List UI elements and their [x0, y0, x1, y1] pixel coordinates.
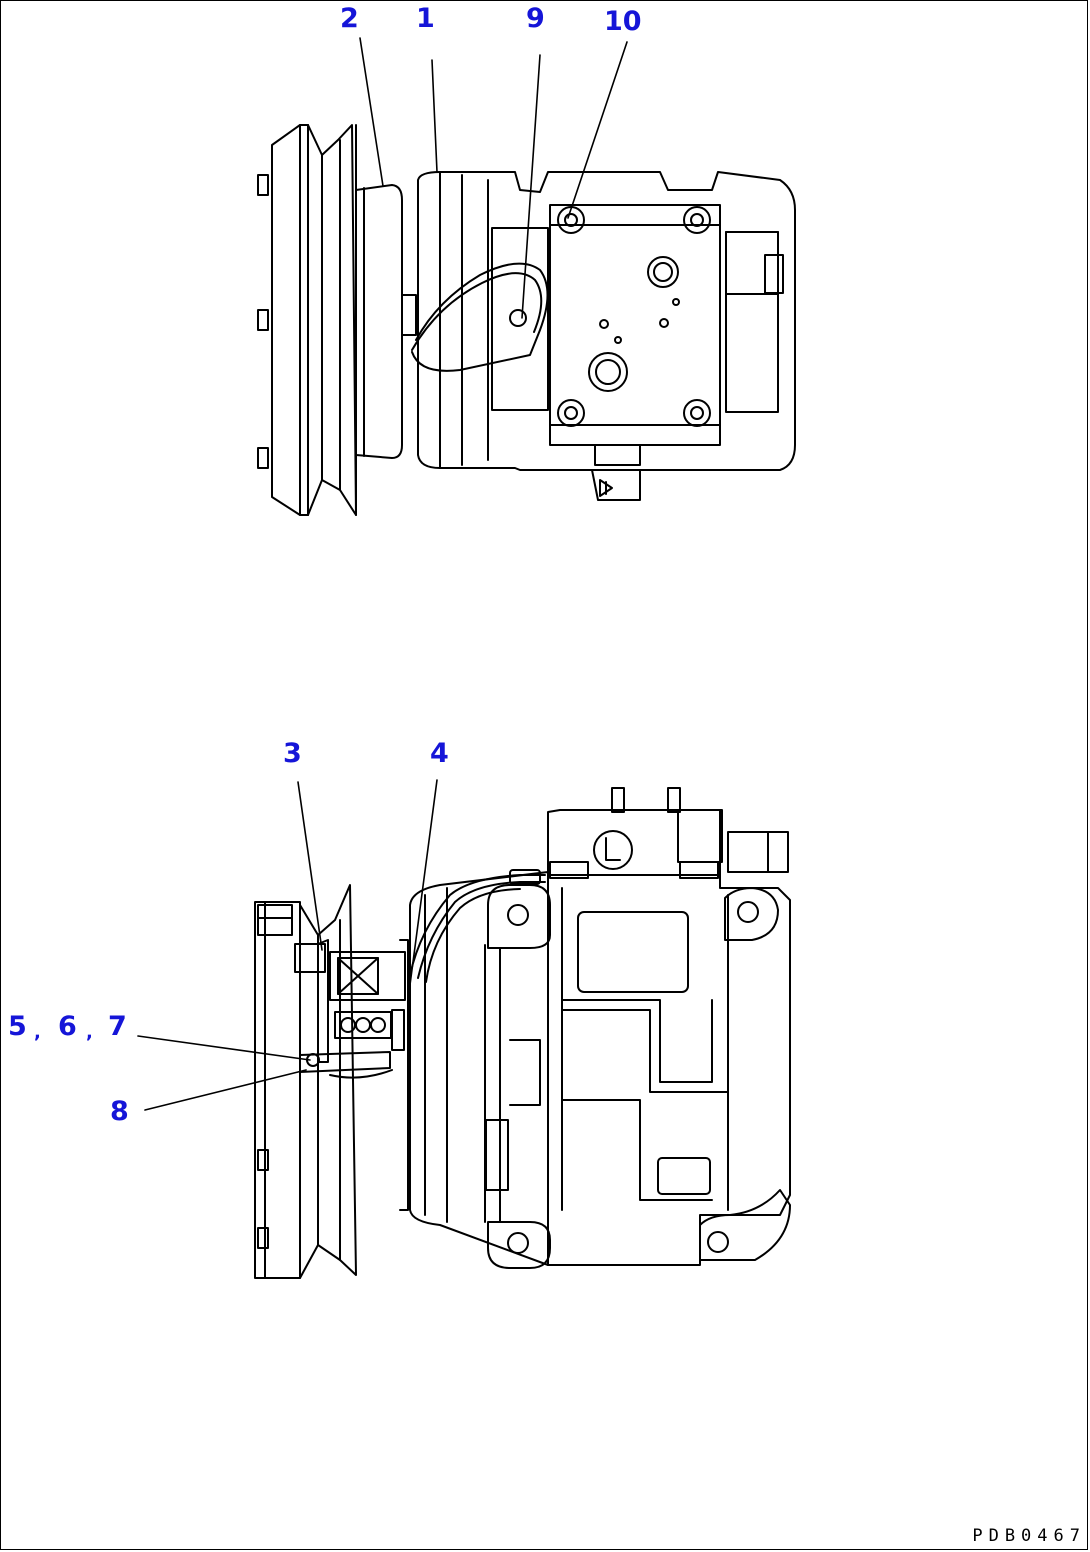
callout-1: 1	[416, 3, 435, 34]
leader-3	[297, 781, 323, 951]
callout-3: 3	[283, 738, 302, 769]
callout-5: 5	[8, 1011, 27, 1042]
top-compressor-body	[417, 171, 796, 501]
leader-4	[407, 779, 438, 1001]
leader-lines	[137, 37, 628, 1111]
callout-10: 10	[604, 6, 642, 37]
bottom-clutch-assembly	[294, 939, 409, 1211]
callout-8: 8	[110, 1096, 129, 1127]
callout-separator-2: ,	[86, 1022, 93, 1043]
top-pulley	[257, 124, 357, 516]
leader-9	[521, 54, 541, 319]
top-view	[257, 124, 796, 516]
callout-9: 9	[526, 3, 545, 34]
bottom-compressor-body	[409, 787, 791, 1269]
callout-2: 2	[340, 3, 359, 34]
leader-567	[137, 1035, 311, 1061]
bottom-pulley	[254, 884, 357, 1279]
leader-8	[144, 1069, 307, 1111]
leader-1	[431, 59, 438, 173]
callout-separator-1: ,	[34, 1022, 41, 1043]
top-wire-harness	[411, 262, 549, 372]
callout-4: 4	[430, 738, 449, 769]
drawing-code: PDB0467	[972, 1526, 1086, 1546]
callout-6: 6	[58, 1011, 77, 1042]
leader-2	[359, 37, 384, 187]
bottom-view	[254, 787, 791, 1279]
leader-10	[567, 41, 628, 219]
callout-7: 7	[108, 1011, 127, 1042]
top-clutch-hub	[355, 184, 417, 459]
bottom-wire-harness	[409, 869, 546, 983]
